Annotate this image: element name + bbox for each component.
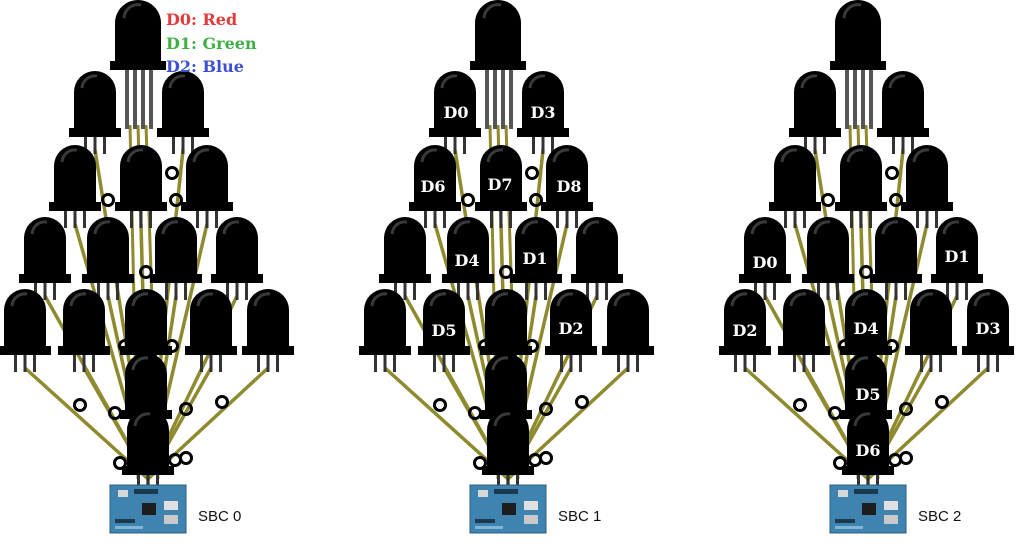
led [80,215,136,302]
led-label: D4 [853,319,878,338]
junction-ring [821,193,835,207]
sbc-label: SBC 0 [198,508,241,525]
junction-ring [525,166,539,180]
led-label: D6 [855,441,880,460]
rgb-led [468,0,528,131]
led [113,143,169,230]
sbc-board [109,484,187,534]
junction-ring [899,451,913,465]
led [47,143,103,230]
led [155,69,211,156]
junction-ring [113,456,127,470]
led-label: D2 [558,319,583,338]
junction-ring [179,451,193,465]
junction-ring [793,398,807,412]
led [600,287,656,374]
junction-ring [889,193,903,207]
led-label: D5 [855,385,880,404]
led [875,69,931,156]
junction-ring [828,406,842,420]
led [899,143,955,230]
led-label: D6 [420,177,445,196]
led [377,215,433,302]
led [56,287,112,374]
led [903,287,959,374]
led-label: D8 [556,177,581,196]
junction-ring [165,166,179,180]
led [868,215,924,302]
junction-ring [468,406,482,420]
junction-ring [529,193,543,207]
junction-ring [139,265,153,279]
led [787,69,843,156]
led [179,143,235,230]
junction-ring [539,402,553,416]
junction-ring [899,402,913,416]
sbc-board [829,484,907,534]
led-label: D0 [443,103,468,122]
sbc-board [469,484,547,534]
junction-ring [433,398,447,412]
led [209,215,265,302]
led-label: D2 [732,321,757,340]
junction-ring [499,265,513,279]
legend-red: D0: Red [166,10,237,29]
sbc-label: SBC 1 [558,508,601,525]
led [240,287,296,374]
junction-ring [833,456,847,470]
junction-ring [885,166,899,180]
led [148,215,204,302]
panel-0: SBC 0 [0,0,296,534]
junction-ring [885,339,899,353]
led-label: D4 [454,251,479,270]
led [767,143,823,230]
junction-ring [118,339,132,353]
led [120,407,176,494]
junction-ring [101,193,115,207]
junction-ring [838,339,852,353]
led [67,69,123,156]
led-label: D5 [431,321,456,340]
led [0,287,53,374]
led [800,215,856,302]
led-label: D3 [530,103,555,122]
rgb-led [108,0,168,131]
junction-ring [473,456,487,470]
sbc-label: SBC 2 [918,508,961,525]
rgb-led [828,0,888,131]
junction-ring [179,402,193,416]
led [569,215,625,302]
junction-ring [169,193,183,207]
led-label: D1 [944,247,969,266]
legend-blue: D2: Blue [166,57,244,76]
led-label: D3 [975,319,1000,338]
junction-ring [73,398,87,412]
junction-ring [539,451,553,465]
led [183,287,239,374]
junction-ring [935,395,949,409]
junction-ring [859,265,873,279]
junction-ring [461,193,475,207]
legend-green: D1: Green [166,34,257,53]
led-label: D1 [522,249,547,268]
led [17,215,73,302]
junction-ring [525,339,539,353]
junction-ring [108,406,122,420]
led [776,287,832,374]
led [833,143,889,230]
led [480,407,536,494]
junction-ring [215,395,229,409]
led-label: D7 [487,175,512,194]
led-label: D0 [752,253,777,272]
junction-ring [478,339,492,353]
junction-ring [575,395,589,409]
junction-ring [165,339,179,353]
led [357,287,413,374]
